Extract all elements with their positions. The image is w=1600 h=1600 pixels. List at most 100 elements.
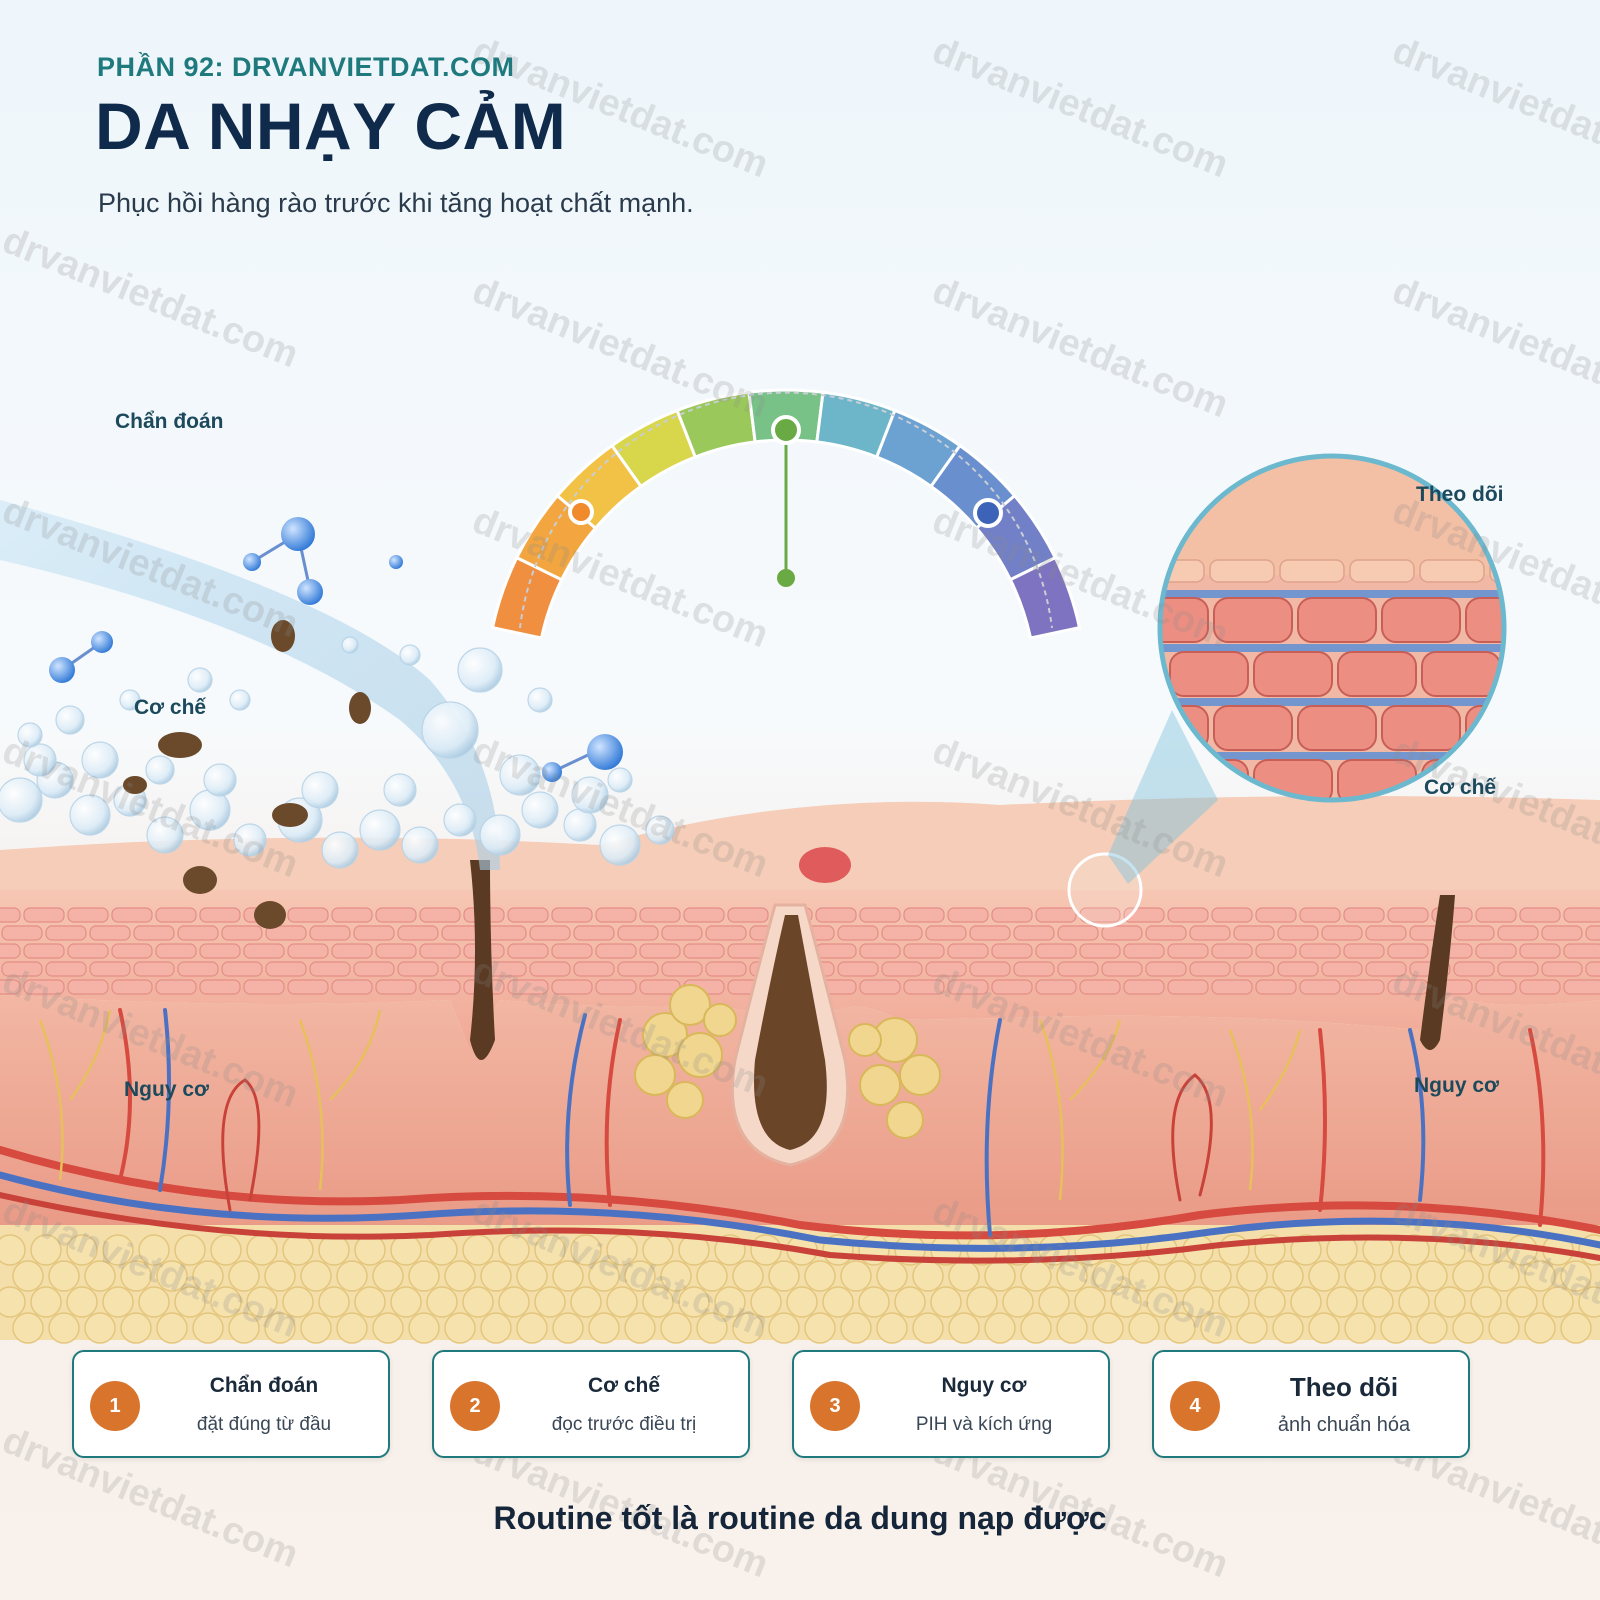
fat-cell [102, 1234, 134, 1266]
fat-cell [1542, 1286, 1574, 1318]
gauge-marker-acidic [568, 499, 594, 525]
fat-cell [768, 1312, 800, 1344]
epidermis-cell [507, 943, 549, 959]
fat-cell [786, 1286, 818, 1318]
fat-cell [1218, 1234, 1250, 1266]
epidermis-cell [1123, 943, 1165, 959]
label-diagnosis-left: Chẩn đoán [115, 410, 224, 433]
epidermis-cell [507, 907, 549, 923]
fat-cell [552, 1260, 584, 1292]
epidermis-cell [991, 979, 1033, 995]
epidermis-cell [419, 979, 461, 995]
fat-cell [1092, 1312, 1124, 1344]
fat-cell [174, 1234, 206, 1266]
fat-cell [1488, 1312, 1520, 1344]
step-card-title: Cơ chế [587, 1374, 661, 1397]
bubble [401, 826, 439, 864]
fat-cell [912, 1260, 944, 1292]
fat-cell [606, 1234, 638, 1266]
epidermis-cell [0, 943, 21, 959]
fat-cell [1272, 1260, 1304, 1292]
fat-cell [156, 1312, 188, 1344]
fat-cell [264, 1260, 296, 1292]
epidermis-cell [397, 961, 439, 977]
fat-cell [66, 1286, 98, 1318]
fat-cell [1506, 1286, 1538, 1318]
epidermis-cell [45, 961, 87, 977]
step-card-description: đặt đúng từ đầu [196, 1414, 332, 1435]
fat-cell [858, 1286, 890, 1318]
label-monitoring-right: Theo dõi [1416, 483, 1504, 506]
bubble [17, 722, 43, 748]
watermark-text: drvanvietdat.com [1387, 269, 1600, 426]
step-card-description: đọc trước điều trị [551, 1414, 697, 1435]
epidermis-cell [991, 943, 1033, 959]
left-hair-follicle [470, 860, 495, 1060]
fat-cell [804, 1260, 836, 1292]
fat-cell [426, 1286, 458, 1318]
gauge-inner-dash [519, 391, 1053, 629]
fat-cell [660, 1312, 692, 1344]
bubble [521, 791, 559, 829]
fat-cell [1380, 1260, 1412, 1292]
step-card-description: ảnh chuẩn hóa [1277, 1414, 1411, 1436]
epidermis-cell [1453, 925, 1495, 941]
molecules [49, 517, 623, 782]
fat-cell [246, 1234, 278, 1266]
epidermis-cell [221, 925, 263, 941]
epidermis-cell [903, 979, 945, 995]
fat-cell [1272, 1312, 1304, 1344]
barrier-cell [1421, 651, 1501, 697]
gauge-marker-alkaline [973, 498, 1003, 528]
fat-cell [1110, 1286, 1142, 1318]
fat-cell [804, 1312, 836, 1344]
label-mechanism-left: Cơ chế [134, 696, 207, 719]
fat-cell [498, 1234, 530, 1266]
bubble [383, 773, 417, 807]
fat-cell [1560, 1312, 1592, 1344]
dirt-particles [123, 620, 371, 929]
epidermis-cell [265, 961, 307, 977]
epidermis-cell [969, 925, 1011, 941]
footer-tagline: Routine tốt là routine da dung nạp được [493, 1500, 1107, 1536]
fat-cell [1380, 1312, 1412, 1344]
epidermis-cell [1453, 961, 1495, 977]
epidermis-cell [1519, 979, 1561, 995]
fat-cell [264, 1312, 296, 1344]
epidermis-cell [947, 907, 989, 923]
epidermis-cell [815, 943, 857, 959]
epidermis-cell [859, 943, 901, 959]
fat-cell [624, 1260, 656, 1292]
bubble [145, 755, 175, 785]
epidermis-cell [155, 907, 197, 923]
watermark-text: drvanvietdat.com [927, 29, 1234, 186]
epidermis-cell [1277, 961, 1319, 977]
fat-cell [1200, 1312, 1232, 1344]
epidermis-cell [551, 907, 593, 923]
epidermis-cell [1057, 925, 1099, 941]
epidermis-cell [89, 925, 131, 941]
epidermis-cell [1475, 943, 1517, 959]
epidermis-cell [243, 979, 285, 995]
barrier-cell [1465, 597, 1504, 643]
gauge-needle-base [777, 569, 795, 587]
epidermis-cell [23, 979, 65, 995]
fat-cell [282, 1234, 314, 1266]
fat-cell [570, 1286, 602, 1318]
barrier-cell [1213, 705, 1293, 751]
fat-cell [678, 1286, 710, 1318]
fat-cell [120, 1260, 152, 1292]
page-title: DA NHẠY CẢM [95, 89, 567, 163]
fat-cell [1452, 1260, 1484, 1292]
epidermis-cell [199, 979, 241, 995]
watermark-text: drvanvietdat.com [1387, 29, 1600, 186]
epidermis-cell [287, 979, 329, 995]
fat-cell [1128, 1312, 1160, 1344]
epidermis-cell [1079, 943, 1121, 959]
epidermis-cell [1211, 907, 1253, 923]
fat-cell [1398, 1286, 1430, 1318]
epidermis-cell [199, 943, 241, 959]
epidermis-cell [705, 925, 747, 941]
fat-cell [48, 1260, 80, 1292]
epidermis-cell [1167, 979, 1209, 995]
